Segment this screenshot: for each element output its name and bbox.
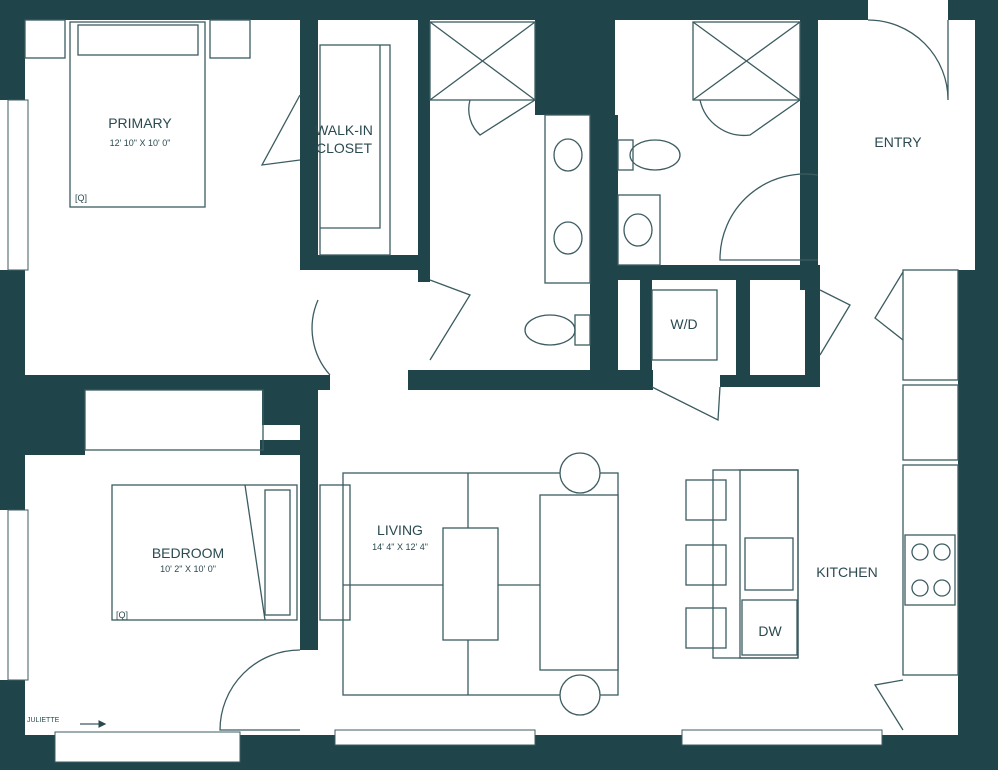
fixtures [24,19,959,728]
bed-size-primary: [Q] [75,193,87,203]
room-dims-primary: 12' 10" X 10' 0" [110,138,171,148]
bed-size-bedroom: [Q] [116,610,128,620]
room-label-primary: PRIMARY [108,115,172,131]
room-label-bedroom: BEDROOM [152,545,224,561]
room-label-laundry: W/D [670,316,697,332]
room-dims-living: 14' 4" X 12' 4" [372,542,428,552]
dishwasher-label: DW [758,623,782,639]
doors [219,19,949,731]
room-dims-bedroom: 10' 2" X 10' 0" [160,564,216,574]
juliette-label: JULIETTE [27,717,60,724]
room-label-entry: ENTRY [874,134,922,150]
room-label-kitchen: KITCHEN [816,564,877,580]
room-label-living: LIVING [377,522,423,538]
room-label-closet-2: CLOSET [316,140,372,156]
room-label-closet-1: WALK-IN [315,122,373,138]
